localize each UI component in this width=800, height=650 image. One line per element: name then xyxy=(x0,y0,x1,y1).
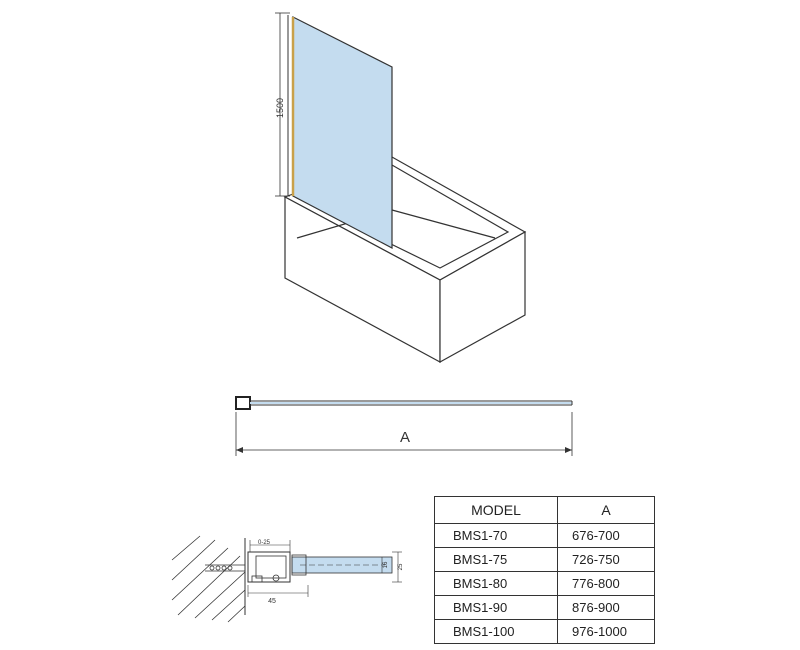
wall-anchors xyxy=(205,564,245,572)
wall-profile xyxy=(235,396,251,410)
profile-height-label: 25 xyxy=(398,563,404,570)
column-header-a: A xyxy=(557,496,655,524)
model-cell: BMS1-90 xyxy=(434,595,558,620)
table-header-row: MODEL A xyxy=(434,496,655,524)
a-cell: 776-800 xyxy=(557,571,655,596)
a-cell: 676-700 xyxy=(557,523,655,548)
glass-thickness-label: 16 xyxy=(383,561,389,568)
model-table: MODEL A BMS1-70 676-700 BMS1-75 726-750 … xyxy=(434,496,655,644)
model-cell: BMS1-80 xyxy=(434,571,558,596)
glass-screen xyxy=(287,15,393,249)
a-cell: 976-1000 xyxy=(557,619,655,644)
a-cell: 876-900 xyxy=(557,595,655,620)
table-row: BMS1-100 976-1000 xyxy=(434,619,655,644)
model-cell: BMS1-75 xyxy=(434,547,558,572)
table-row: BMS1-70 676-700 xyxy=(434,523,655,548)
gap-label: 0-25 xyxy=(258,540,271,546)
table-row: BMS1-80 776-800 xyxy=(434,571,655,596)
profile-detail xyxy=(171,535,402,623)
table-row: BMS1-90 876-900 xyxy=(434,595,655,620)
plan-view xyxy=(235,396,573,456)
wall-hatch xyxy=(171,535,246,623)
width-label: A xyxy=(400,429,410,446)
model-cell: BMS1-100 xyxy=(434,619,558,644)
table-row: BMS1-75 726-750 xyxy=(434,547,655,572)
a-cell: 726-750 xyxy=(557,547,655,572)
column-header-model: MODEL xyxy=(434,496,558,524)
height-dimension xyxy=(275,12,290,197)
depth-label: 45 xyxy=(268,598,276,605)
height-label: 1500 xyxy=(275,98,285,118)
model-cell: BMS1-70 xyxy=(434,523,558,548)
